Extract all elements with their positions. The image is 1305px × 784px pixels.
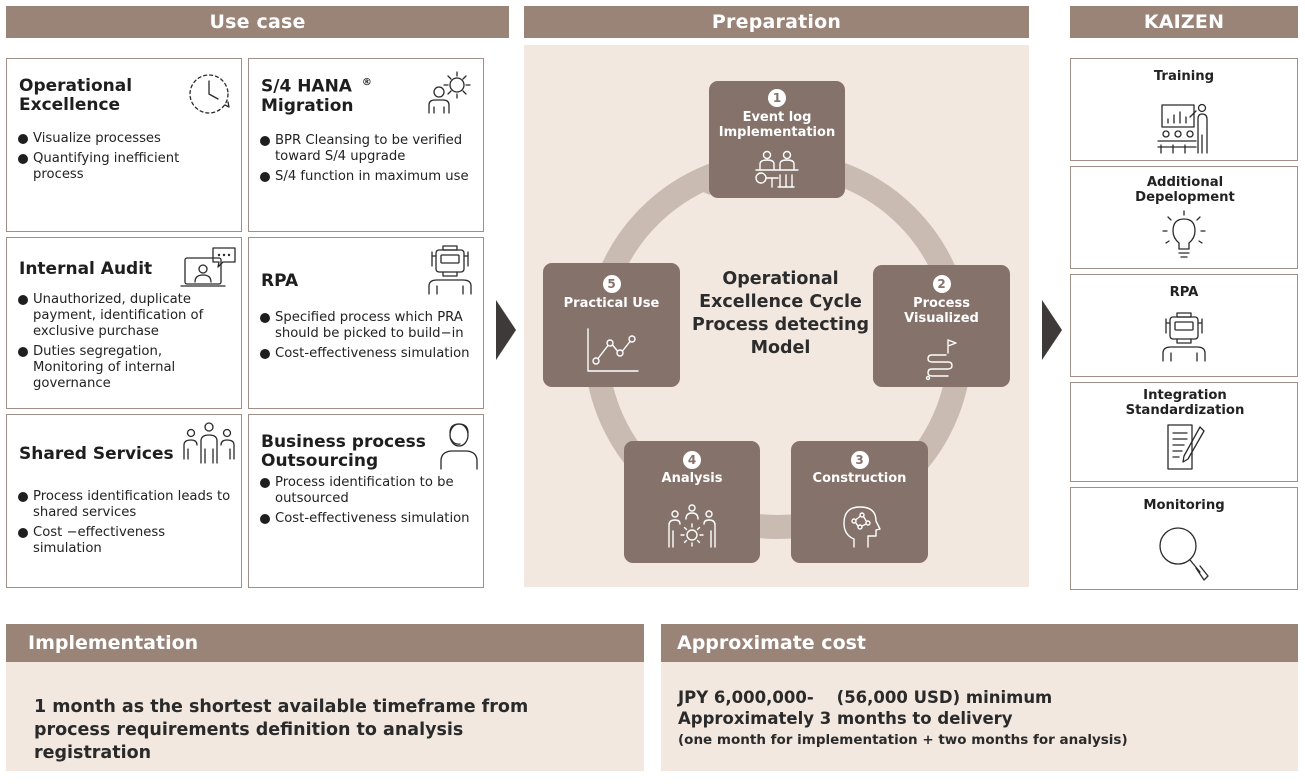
card-title: Operational Excellence [19,76,133,115]
registered-mark: ® [361,77,372,88]
list-item: Cost-effectiveness simulation [259,346,475,362]
list-item: Process identification to be outsourced [259,475,475,507]
list-item: Duties segregation, Monitoring of intern… [17,344,233,392]
card-title: Internal Audit [19,259,153,279]
card-title: RPA [261,271,299,291]
list-item: Unauthorized, duplicate payment, identif… [17,292,233,340]
kaizen-label: Monitoring [1143,498,1225,513]
bullet-list: BPR Cleansing to be verified toward S/4 … [259,133,475,189]
step-event-log: 1 Event log Implementation [709,81,845,198]
implementation-body: 1 month as the shortest available timefr… [6,662,644,771]
list-item: Process identification leads to shared s… [17,489,233,521]
arrow-right-icon [496,300,516,360]
implementation-header: Implementation [6,624,644,662]
preparation-header: Preparation [524,6,1029,38]
step-practical-use: 5 Practical Use [543,263,680,387]
kaizen-monitoring: Monitoring [1070,487,1298,590]
kaizen-label: Training [1153,69,1215,84]
bullet-list: Visualize processes Quantifying ineffici… [17,131,233,187]
bullet-list: Specified process which PRA should be pi… [259,310,475,366]
cost-breakdown: (one month for implementation + two mont… [678,732,1128,748]
implementation-text: 1 month as the shortest available timefr… [34,697,529,763]
presentation-icon [1157,103,1208,154]
kaizen-integration-standardization: Integration Standardization [1070,382,1298,482]
team-icon [183,422,235,464]
step-label: Analysis [661,471,723,486]
list-item: Quantifying inefficient process [17,151,233,183]
arrow-right-icon [1042,300,1062,360]
card-title: S/4 HANA ® Migration [261,76,372,116]
cost-header: Approximate cost [661,624,1298,662]
cost-body: JPY 6,000,000- (56,000 USD) minimum Appr… [661,662,1298,771]
step-number: 2 [932,275,951,293]
step-number: 3 [850,451,869,469]
kaizen-additional-development: Additional Depelopment [1070,166,1298,269]
cycle-center-title: Operational Excellence Cycle Process det… [692,269,869,358]
kaizen-training: Training [1070,58,1298,161]
s4-hana-migration-card: S/4 HANA ® Migration BPR Cleansing to be… [248,58,484,232]
step-process-visualized: 2 Process Visualized [873,265,1010,387]
clock-icon [189,74,230,114]
robot-icon [428,245,472,295]
kaizen-label: Additional Depelopment [1135,175,1235,205]
cost-delivery: Approximately 3 months to delivery [678,709,1013,728]
step-label: Process Visualized [904,296,979,326]
step-label: Event log Implementation [718,110,836,140]
headset-person-icon [440,423,478,470]
line-graph-icon [586,328,639,372]
robot-icon [1162,312,1206,362]
operational-excellence-card: Operational Excellence Visualize process… [6,58,242,232]
head-network-icon [842,506,881,548]
bullet-list: Unauthorized, duplicate payment, identif… [17,292,233,396]
cost-price: JPY 6,000,000- (56,000 USD) minimum [678,688,1053,707]
step-number: 4 [683,451,701,469]
kaizen-label: RPA [1169,285,1199,300]
shared-services-card: Shared Services Process identification l… [6,414,242,588]
rpa-card: RPA Specified process which PRA should b… [248,237,484,409]
kaizen-header: KAIZEN [1070,6,1298,38]
list-item: S/4 function in maximum use [259,169,475,185]
magnifier-icon [1159,527,1209,581]
list-item: Specified process which PRA should be pi… [259,310,475,342]
list-item: Cost −effectiveness simulation [17,525,233,557]
step-analysis: 4 Analysis [624,441,760,563]
card-title: Shared Services [19,444,174,464]
bullet-list: Process identification leads to shared s… [17,489,233,561]
step-construction: 3 Construction [791,441,928,563]
bpo-card: Business process Outsourcing Process ide… [248,414,484,588]
use-case-header: Use case [6,6,509,38]
step-number: 1 [768,89,786,107]
team-gear-icon [668,504,716,548]
internal-audit-card: Internal Audit Unauthorized, duplicate p… [6,237,242,409]
team-meeting-icon [755,150,799,188]
monitor-chat-icon [180,247,236,287]
lightbulb-icon [1162,210,1206,258]
gear-person-icon [428,71,471,114]
step-label: Practical Use [563,296,660,311]
kaizen-label: Integration Standardization [1125,388,1245,418]
route-flag-icon [925,339,957,381]
card-title: Business process Outsourcing [261,432,426,471]
bullet-list: Process identification to be outsourced … [259,475,475,531]
document-pen-icon [1167,424,1205,470]
step-number: 5 [602,275,621,293]
list-item: Cost-effectiveness simulation [259,511,475,527]
step-label: Construction [812,471,907,486]
kaizen-rpa: RPA [1070,274,1298,377]
list-item: Visualize processes [17,131,233,147]
list-item: BPR Cleansing to be verified toward S/4 … [259,133,475,165]
